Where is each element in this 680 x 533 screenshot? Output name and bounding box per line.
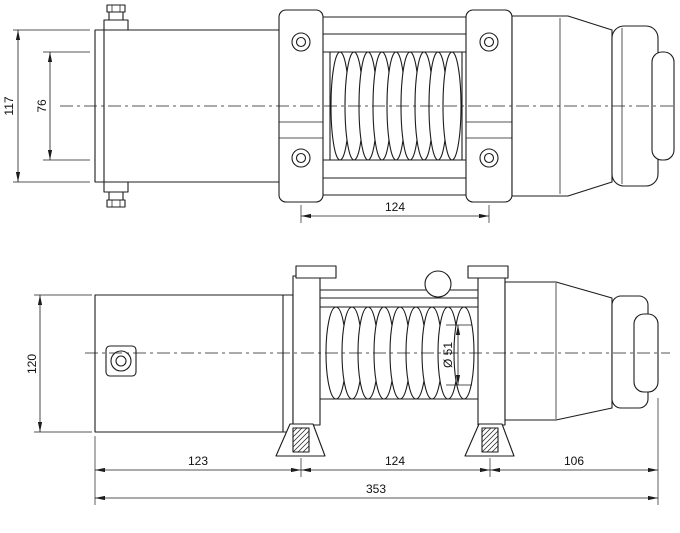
- front-view: 120 Ø 51 123 124 106 353: [25, 265, 670, 505]
- dim-label-gearbox-section: 106: [564, 454, 584, 468]
- dim-label-drum-section: 124: [385, 454, 405, 468]
- front-view-gearbox: [504, 281, 659, 421]
- dim-label-hole-spacing: 124: [385, 200, 405, 214]
- front-view-roller: [424, 270, 452, 298]
- front-view-motor-port: [105, 345, 137, 377]
- dim-label-drum-diameter: Ø 51: [441, 342, 455, 368]
- top-view-tie-bars: [321, 16, 467, 196]
- top-view-breather-fitting-top: [103, 4, 129, 31]
- front-view-left-foot: [275, 423, 326, 457]
- top-view-gearbox: [511, 15, 675, 197]
- top-view: 117 76 124: [2, 4, 675, 223]
- top-view-dimensions: 117 76 124: [2, 29, 490, 223]
- dim-label-overall-length: 353: [366, 482, 386, 496]
- front-view-right-foot: [464, 423, 515, 457]
- dim-label-overall-height: 117: [2, 96, 16, 115]
- top-view-right-bracket: [465, 9, 513, 203]
- front-view-right-bracket: [467, 265, 509, 426]
- dim-label-motor-height: 120: [25, 354, 39, 374]
- front-view-left-bracket: [292, 265, 337, 426]
- front-view-dimensions: 120 Ø 51 123 124 106 353: [25, 294, 659, 505]
- dim-label-inner-height: 76: [35, 99, 49, 113]
- top-view-breather-fitting-bottom: [103, 181, 129, 208]
- dim-label-motor-section: 123: [188, 454, 208, 468]
